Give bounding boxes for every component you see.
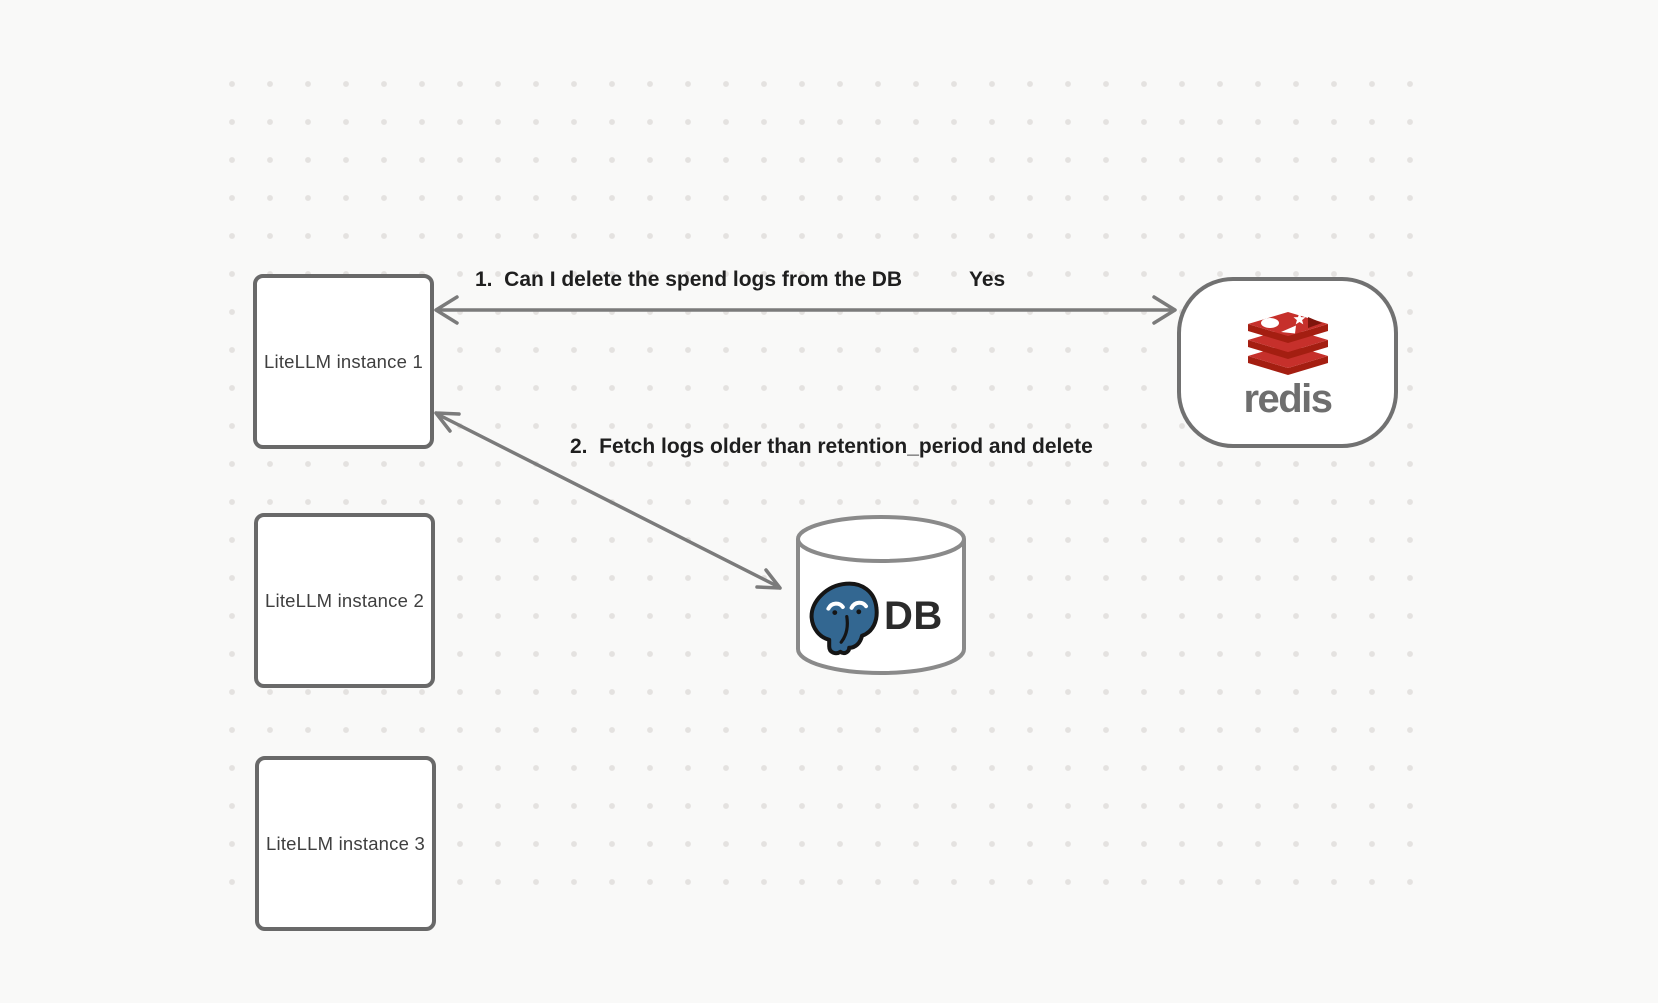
db-label: DB — [884, 594, 943, 638]
redis-logo-icon — [1247, 312, 1328, 375]
litellm-instance-3-label: LiteLLM instance 3 — [266, 832, 425, 854]
edge2-label: 2. Fetch logs older than retention_perio… — [570, 435, 1093, 458]
litellm-instance-1-node: LiteLLM instance 1 — [253, 274, 434, 449]
redis-node: redis — [1177, 277, 1398, 448]
litellm-instance-2-label: LiteLLM instance 2 — [265, 589, 424, 611]
litellm-instance-1-label: LiteLLM instance 1 — [264, 350, 423, 372]
litellm-instance-3-node: LiteLLM instance 3 — [255, 756, 436, 931]
litellm-instance-2-node: LiteLLM instance 2 — [254, 513, 435, 688]
postgresql-logo-icon — [809, 581, 879, 656]
redis-wordmark: redis — [1243, 377, 1333, 421]
edge1-label: 1. Can I delete the spend logs from the … — [475, 268, 903, 291]
edge1-reply-label: Yes — [969, 268, 1006, 291]
